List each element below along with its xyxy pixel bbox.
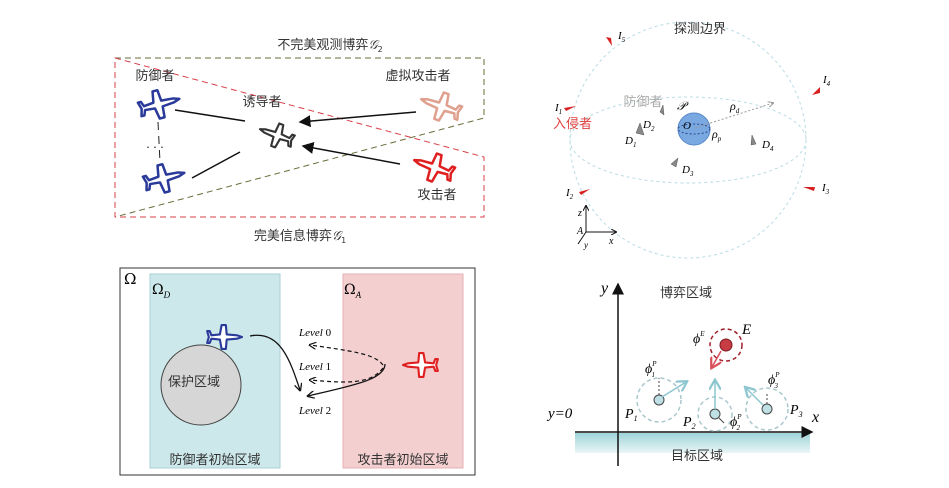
defender-marker-icon	[659, 104, 665, 116]
intruder-marker-icon	[579, 189, 590, 195]
i2-label: I2	[565, 187, 574, 201]
y0-label: y=0	[546, 406, 573, 422]
evader-label: E	[741, 322, 751, 338]
attacker-initial-region	[342, 273, 464, 469]
intruder-marker-icon	[564, 106, 576, 111]
omega-a-label: ΩA	[344, 282, 362, 300]
imperfect-game-boundary	[114, 57, 485, 218]
pursuer-1	[636, 377, 686, 423]
attacker-plane-icon	[408, 145, 459, 189]
virtual-attacker-label: 虚拟攻击者	[385, 69, 450, 84]
defender-marker-icon	[750, 134, 757, 146]
d1-label: D1	[624, 135, 636, 149]
evader-heading-arrow	[712, 350, 722, 367]
p3-label: P3	[789, 403, 803, 419]
imperfect-game-label: 不完美观测博弈𝒢2	[277, 37, 382, 54]
level1-label: Level 1	[298, 361, 331, 373]
level0-trajectory	[310, 345, 384, 366]
target-area	[575, 433, 810, 453]
attacker-region-label: 攻击者初始区域	[357, 453, 448, 468]
p1-label: P1	[624, 407, 638, 423]
virtual-attacker-plane-icon	[415, 84, 466, 128]
pursuer-3	[746, 388, 789, 431]
d4-label: D4	[761, 139, 774, 153]
intruder-marker-icon	[812, 87, 820, 95]
attacker-label: 攻击者	[417, 188, 456, 203]
intruder-marker-icon	[803, 187, 815, 191]
pursuer-2	[697, 381, 733, 432]
defender-link	[157, 121, 161, 163]
phi-e-label: ϕE	[693, 330, 705, 347]
d2-label: D2	[642, 119, 655, 133]
a-label: A	[576, 226, 584, 237]
evader	[719, 338, 733, 352]
decoy-label: 诱导者	[242, 95, 281, 110]
protected-area-label: 保护区域	[168, 375, 220, 390]
perfect-game-label: 完美信息博弈𝒢1	[254, 228, 346, 245]
omega-label: Ω	[124, 270, 136, 288]
defender-region-label: 防御者初始区域	[169, 452, 260, 468]
link-line	[174, 109, 246, 122]
i4-label: I4	[822, 74, 831, 88]
i5-label: I5	[617, 30, 626, 44]
regions-panel: Ω ΩD ΩA 保护区域 防御者初始区域 攻击者初始区域 Level 0 Lev…	[119, 267, 476, 476]
perfect-game-boundary	[114, 57, 485, 218]
rho-d-label: ρd	[729, 99, 740, 115]
equator	[569, 96, 807, 184]
rho-p-label: ρp	[711, 127, 722, 143]
protected-area	[160, 344, 242, 426]
defender-marker-icon	[670, 157, 679, 168]
intruder-marker-icon	[606, 37, 612, 46]
defender-marker-icon	[635, 122, 645, 136]
omega-d-label: ΩD	[152, 282, 171, 300]
p2-label: P2	[682, 415, 696, 431]
boundary-label: 探测边界	[674, 22, 726, 37]
evader-range	[709, 328, 743, 362]
game-area-label: 博弈区域	[660, 285, 712, 301]
level2-trajectory	[308, 363, 386, 396]
protected-label: 𝒫	[677, 99, 689, 113]
decoy-plane-icon	[254, 116, 298, 154]
defender-label: 防御者	[135, 68, 174, 84]
game-structure-panel: 不完美观测博弈𝒢2 防御者 虚拟攻击者 诱导者 攻击者 · · · 完美信息博弈…	[114, 37, 485, 245]
intruder-markers	[564, 37, 820, 195]
defender-label: 防御者	[623, 94, 662, 110]
x-label: x	[608, 236, 614, 247]
d3-label: D3	[681, 164, 694, 178]
defender-plane-icon	[134, 84, 185, 125]
link-line	[191, 151, 241, 179]
defender-plane-icon	[139, 158, 190, 199]
rho-d-arrow	[694, 103, 773, 129]
y-label: y	[583, 240, 588, 250]
y-axis-label: y	[599, 280, 609, 297]
protected-equator	[677, 123, 711, 135]
ellipsis: · · ·	[146, 141, 163, 154]
arrow	[298, 111, 417, 128]
intruder-label: 入侵者	[553, 116, 592, 132]
origin-label: O	[683, 120, 691, 132]
level2-label: Level 2	[298, 405, 331, 417]
level0-label: Level 0	[298, 327, 332, 339]
y-axis	[577, 231, 587, 245]
arrow	[301, 142, 401, 165]
i3-label: I3	[821, 182, 830, 196]
defender-trajectory	[249, 334, 300, 390]
sphere-panel: 探测边界 防御者 入侵者 𝒫 O ρd ρp D1 D2 D3 D4 I1 I2	[553, 21, 831, 259]
planar-pursuit-panel: y x y=0 博弈区域 目标区域 E ϕE P1 P2	[546, 280, 819, 466]
x-axis-label: x	[811, 409, 819, 426]
i1-label: I1	[554, 102, 562, 116]
level1-trajectory	[310, 367, 384, 382]
target-area-label: 目标区域	[671, 449, 723, 464]
defender-markers	[635, 104, 757, 168]
z-label: z	[577, 208, 582, 219]
